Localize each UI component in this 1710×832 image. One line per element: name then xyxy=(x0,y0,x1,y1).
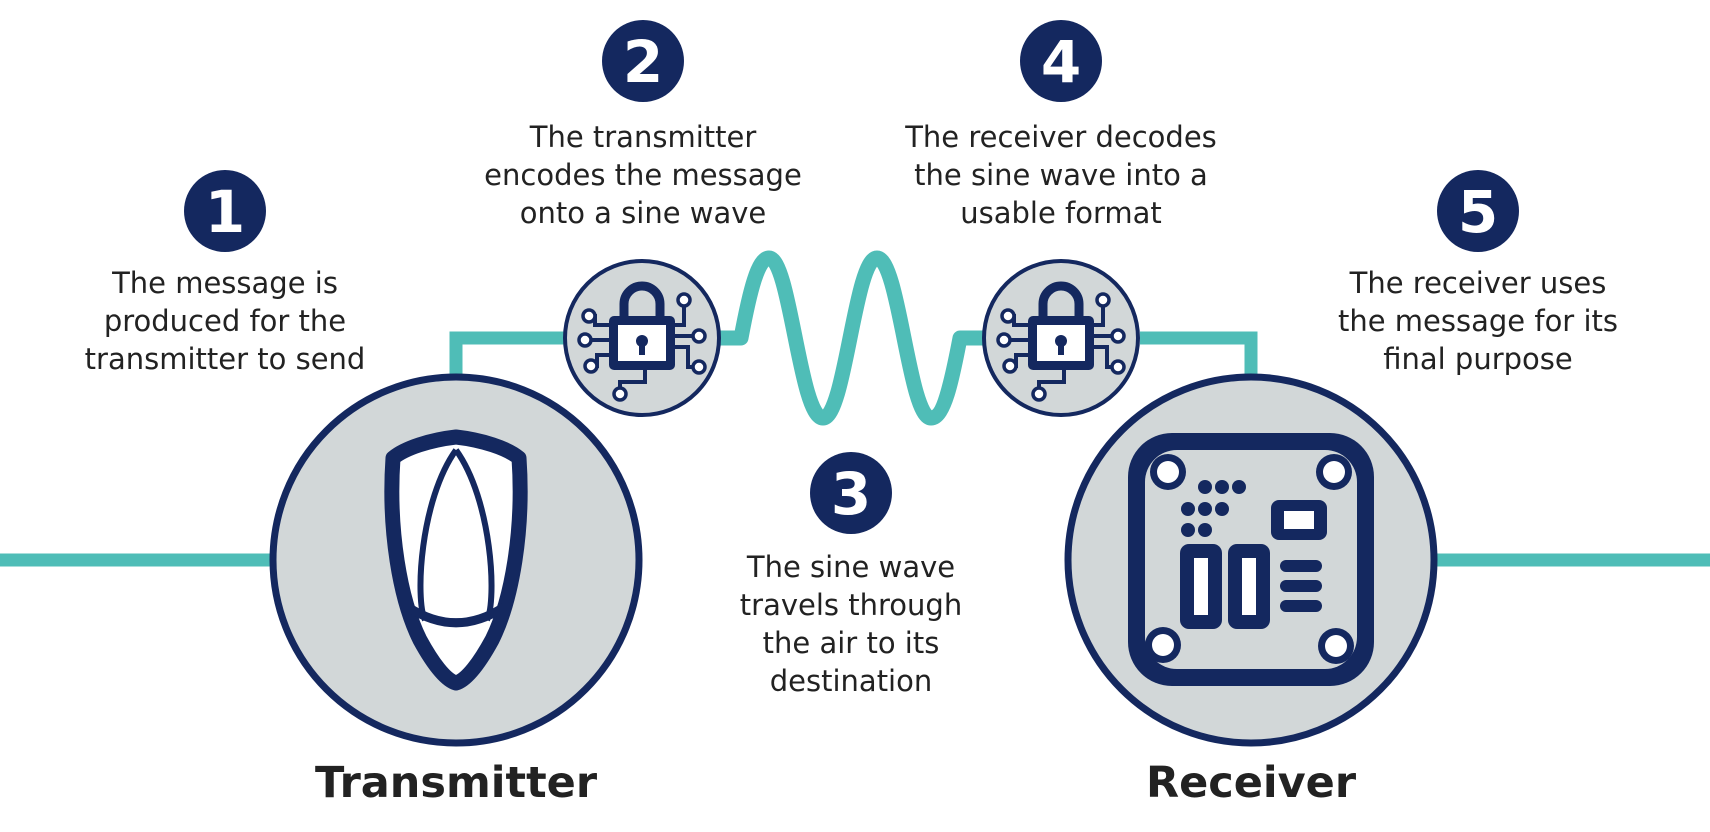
receiver-label: Receiver xyxy=(1145,758,1357,808)
step-2-line-3: onto a sine wave xyxy=(519,196,767,230)
decoder-to-receiver-line xyxy=(1140,331,1258,380)
step-5-line-2: the message for its xyxy=(1338,304,1618,338)
decoder-lock xyxy=(982,259,1140,417)
step-3-line-1: The sine wave xyxy=(746,550,956,584)
step-5-line-3: final purpose xyxy=(1383,342,1573,376)
key-fob-icon xyxy=(384,429,528,691)
step-4-badge: 4 xyxy=(1020,20,1102,102)
step-4-line-2: the sine wave into a xyxy=(914,158,1208,192)
step-3-line-3: the air to its xyxy=(762,626,940,660)
encoder-lock xyxy=(563,259,721,417)
step-4-line-1: The receiver decodes xyxy=(905,120,1217,154)
step-2-description: The transmitter encodes the message onto… xyxy=(443,118,843,232)
step-3-badge: 3 xyxy=(810,452,892,534)
step-5-badge: 5 xyxy=(1437,170,1519,252)
lock-circuit-icon xyxy=(577,281,707,402)
step-4-description: The receiver decodes the sine wave into … xyxy=(861,118,1261,232)
step-3-description: The sine wave travels through the air to… xyxy=(681,548,1021,700)
transmitter-label: Transmitter xyxy=(314,758,598,808)
step-1-description: The message is produced for the transmit… xyxy=(45,264,405,378)
step-5-description: The receiver uses the message for its fi… xyxy=(1298,264,1658,378)
step-1-badge: 1 xyxy=(184,170,266,252)
step-4-number: 4 xyxy=(1041,28,1081,96)
step-1-line-3: transmitter to send xyxy=(84,342,366,376)
step-1-line-2: produced for the xyxy=(103,304,347,338)
step-2-line-2: encodes the message xyxy=(484,158,802,192)
step-5-line-1: The receiver uses xyxy=(1349,266,1607,300)
step-2-number: 2 xyxy=(623,28,663,96)
step-3-line-4: destination xyxy=(769,664,933,698)
step-2-badge: 2 xyxy=(602,20,684,102)
sine-wave xyxy=(712,250,993,426)
step-5-number: 5 xyxy=(1458,178,1498,246)
lock-circuit-icon xyxy=(996,281,1126,402)
step-4-line-3: usable format xyxy=(960,196,1162,230)
step-2-line-1: The transmitter xyxy=(529,120,757,154)
receiver-device xyxy=(1064,373,1438,747)
step-3-number: 3 xyxy=(831,460,871,528)
transmitter-device xyxy=(269,373,643,747)
step-3-line-2: travels through xyxy=(739,588,963,622)
step-1-line-1: The message is xyxy=(112,266,338,300)
transmitter-to-encoder-line xyxy=(449,331,568,380)
step-1-number: 1 xyxy=(205,178,245,246)
connector-lines xyxy=(0,331,1710,567)
circuit-board-icon xyxy=(1128,433,1374,686)
